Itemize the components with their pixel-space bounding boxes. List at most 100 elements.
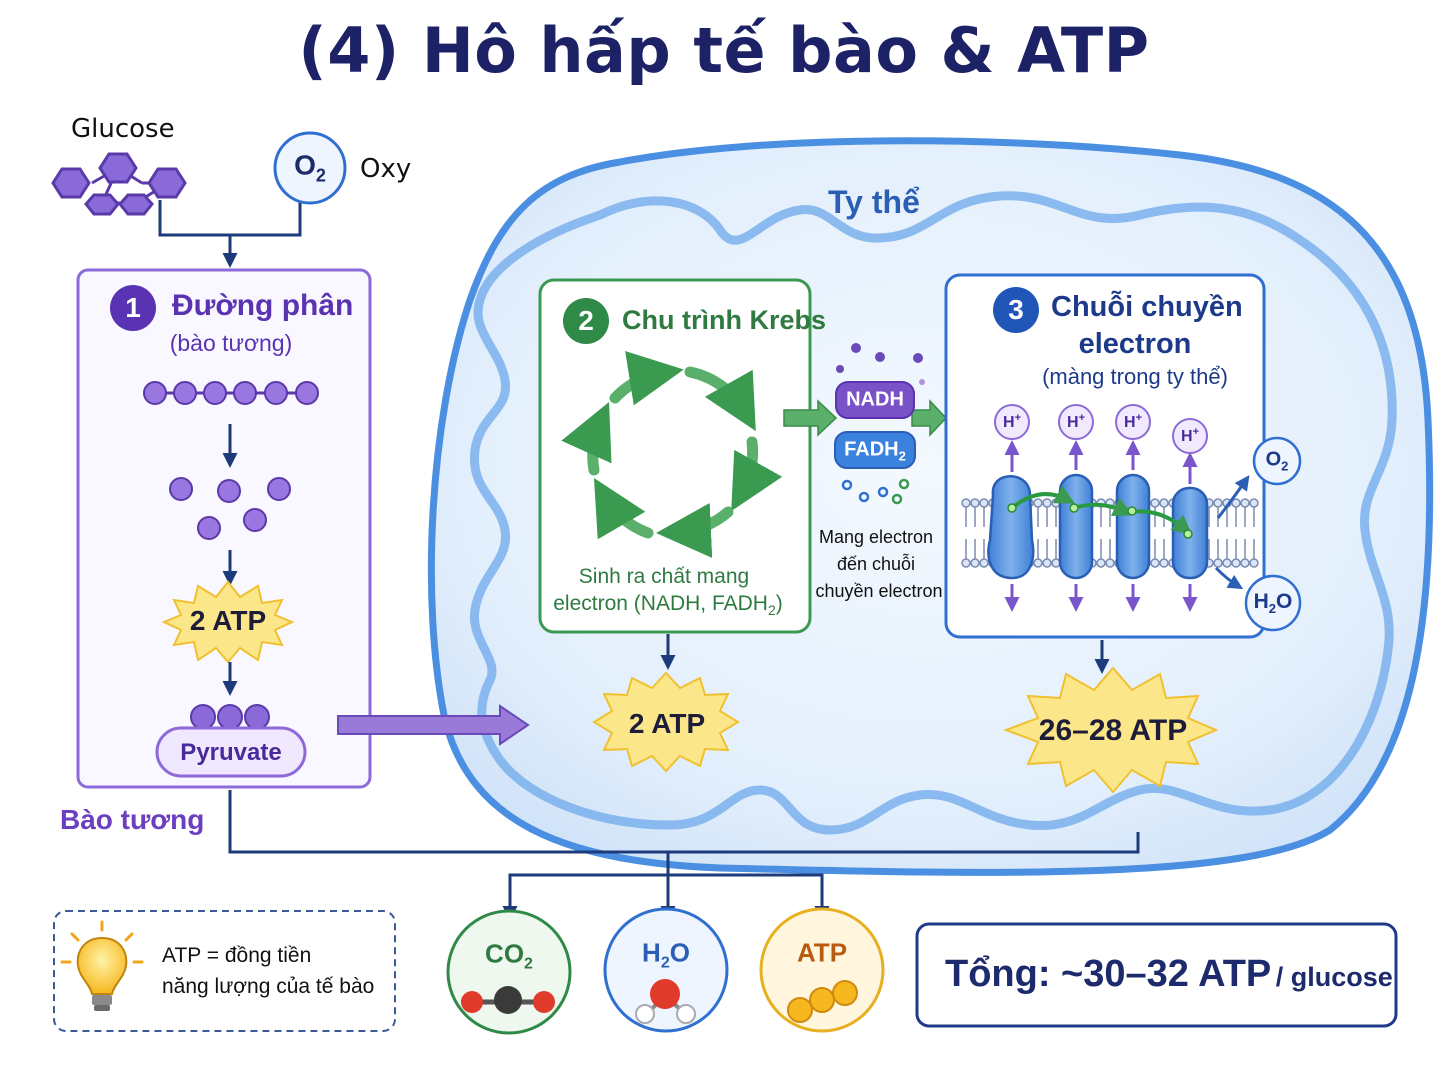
pyruvate-label: Pyruvate — [180, 739, 282, 766]
krebs-cycle-icon — [561, 351, 783, 558]
stage3-h2o-circle — [1244, 574, 1302, 632]
h2o-molecule-icon — [635, 979, 696, 1024]
h2o-output-circle — [603, 907, 729, 1033]
stage3-title-line2: electron — [1078, 328, 1192, 360]
note-line1: ATP = đồng tiền — [162, 944, 312, 967]
note-line2: năng lượng của tế bào — [162, 975, 375, 998]
oxygen-symbol: O2 — [294, 149, 326, 186]
krebs-to-carriers-arrow — [783, 399, 838, 437]
pyruvate-pill — [155, 726, 307, 778]
lipid-head — [979, 498, 989, 508]
lipid-head — [961, 558, 971, 568]
lipid-head — [1159, 558, 1169, 568]
lightbulb-icon — [60, 920, 144, 1011]
fadh2-label: FADH2 — [844, 438, 906, 464]
proton-label-4: H+ — [1181, 425, 1199, 446]
lipid-head — [1105, 558, 1115, 568]
lipid-head — [1042, 498, 1052, 508]
electron-dots-blue — [841, 478, 910, 505]
atp-note-box — [53, 910, 396, 1032]
lipid-head — [1249, 498, 1259, 508]
stage2-title: Chu trình Krebs — [622, 305, 827, 335]
carriers-to-etc-arrow — [911, 399, 948, 437]
carriers-desc-line1: Mang electron — [818, 527, 934, 547]
atp-molecule-icon — [787, 980, 858, 1023]
mitochondrion-inner-membrane — [469, 191, 1397, 835]
fadh2-pill — [834, 431, 916, 469]
proton-label-2: H+ — [1067, 411, 1085, 432]
proton-arrows — [1004, 440, 1198, 612]
lipid-head — [970, 498, 980, 508]
page-title: (4) Hô hấp tế bào & ATP — [298, 14, 1150, 87]
lipid-head — [1150, 498, 1160, 508]
stage1-atp: 2 ATP — [189, 605, 267, 636]
h2o-output-label: H2O — [642, 937, 690, 972]
cytoplasm-label: Bào tương — [60, 804, 205, 835]
lipid-head — [1033, 558, 1043, 568]
total-box — [915, 922, 1398, 1028]
total-label: Tổng: ~30–32 ATP / glucose — [945, 953, 1393, 996]
lipid-head — [1240, 498, 1250, 508]
stage3-title-line1: Chuỗi chuyền — [1051, 291, 1243, 323]
lipid-head — [1249, 558, 1259, 568]
proton-label-3: H+ — [1124, 411, 1142, 432]
stage2-desc-line1: Sinh ra chất mang — [578, 565, 750, 588]
lipid-head — [1033, 498, 1043, 508]
co2-output-label: CO2 — [485, 938, 533, 973]
nadh-pill — [835, 381, 915, 419]
stage3-atp: 26–28 ATP — [1038, 714, 1188, 747]
lipid-head — [979, 558, 989, 568]
stage1-number-badge — [110, 285, 156, 331]
lipid-head — [1213, 558, 1223, 568]
electron-transfer-dots — [1007, 503, 1193, 539]
stage2-number-badge — [563, 298, 609, 344]
lipid-head — [1042, 558, 1052, 568]
stage3-h2o-label: H2O — [1253, 589, 1293, 617]
oxygen-label: Oxy — [360, 154, 412, 184]
stage2-atp-burst — [592, 671, 740, 773]
oxygen-to-water-arrows — [1214, 475, 1250, 590]
lipid-head — [1150, 558, 1160, 568]
co2-molecule-icon — [461, 986, 555, 1014]
carriers-desc-line3: chuyền electron — [815, 581, 943, 601]
lipid-head — [1096, 558, 1106, 568]
mitochondrion-label: Ty thể — [828, 184, 920, 220]
oxygen-input-circle — [273, 131, 347, 205]
stage1-number: 1 — [125, 292, 141, 323]
carriers-desc-line2: đến chuỗi — [836, 554, 916, 574]
lipid-head — [970, 558, 980, 568]
nadh-label: NADH — [846, 388, 904, 411]
lipid-head — [1213, 498, 1223, 508]
stage3-number: 3 — [1008, 294, 1024, 325]
stage2-box — [538, 278, 812, 634]
proton-label-1: H+ — [1003, 411, 1021, 432]
total-unit: / glucose — [1275, 962, 1393, 992]
glucose-chain-icon — [143, 381, 319, 405]
lipid-head — [1159, 498, 1169, 508]
stage2-atp: 2 ATP — [628, 708, 706, 739]
split-molecules-icon — [169, 477, 291, 540]
proton-circles — [994, 404, 1208, 454]
pyruvate-molecules-icon — [190, 704, 270, 730]
total-main: Tổng: ~30–32 ATP — [945, 953, 1272, 995]
stage3-number-badge — [993, 287, 1039, 333]
lipid-head — [961, 498, 971, 508]
glucose-molecule-icon — [51, 152, 187, 216]
lipid-head — [1231, 558, 1241, 568]
stage3-o2-circle — [1252, 436, 1302, 486]
stage1-atp-burst — [161, 580, 295, 664]
stage2-number: 2 — [578, 305, 594, 336]
pyruvate-to-mitochondrion-arrow — [337, 704, 530, 746]
glucose-connector — [158, 200, 302, 268]
lipid-head — [1240, 558, 1250, 568]
stage1-subtitle: (bào tương) — [169, 330, 293, 356]
stage1-title: Đường phân — [172, 289, 354, 322]
lipid-head — [1222, 558, 1232, 568]
stage3-atp-burst — [1003, 666, 1219, 794]
atp-output-label: ATP — [796, 937, 848, 968]
glucose-label: Glucose — [71, 114, 175, 144]
stage3-subtitle: (màng trong ty thể) — [1042, 364, 1228, 389]
electron-dots — [836, 343, 925, 385]
stage3-o2-label: O2 — [1265, 448, 1289, 474]
